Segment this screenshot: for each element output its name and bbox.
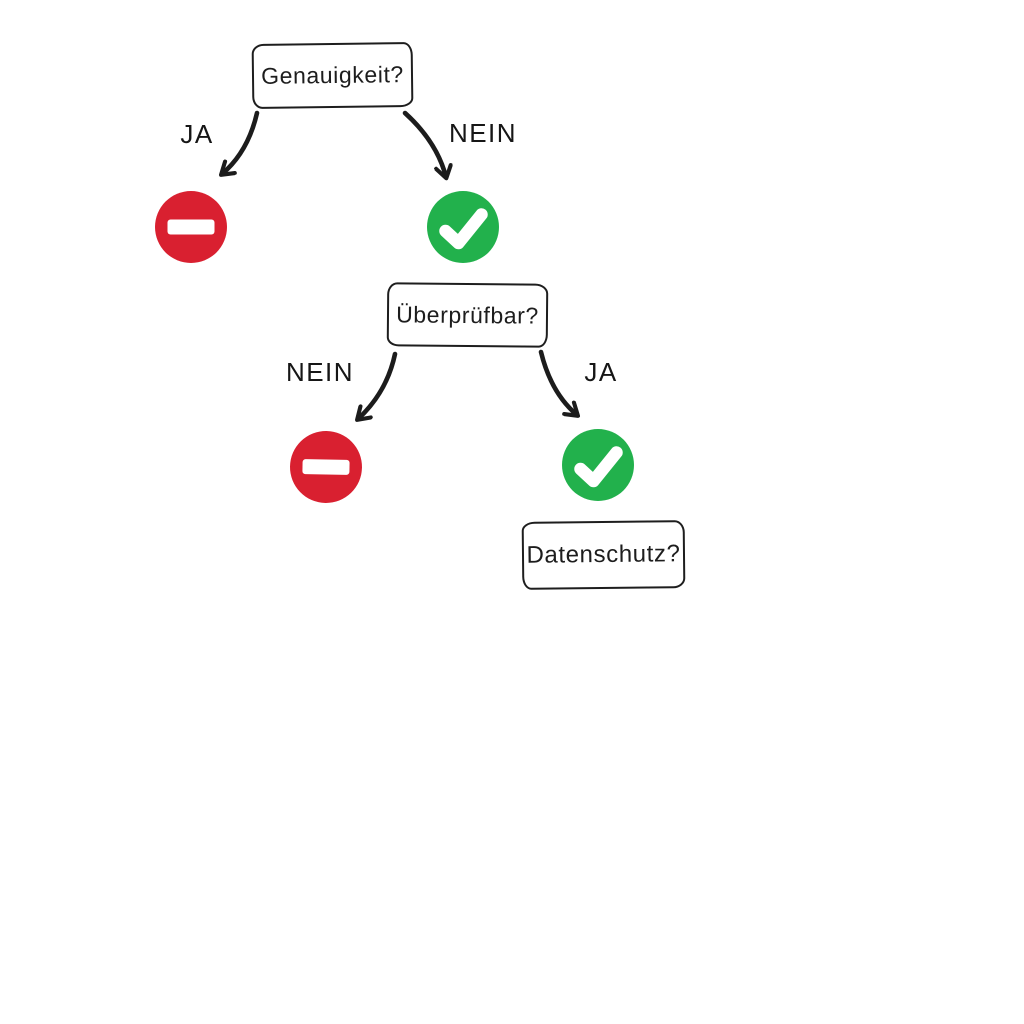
question-node-genauigkeit: Genauigkeit?: [251, 42, 414, 109]
no-entry-bar: [302, 459, 350, 475]
no-entry-bar: [167, 219, 215, 235]
question-node-label: Überprüfbar?: [396, 300, 539, 329]
checkmark-glyph: [439, 208, 488, 250]
edge-label-q2-ja: JA: [584, 356, 618, 387]
question-node-label: Genauigkeit?: [260, 61, 405, 89]
edge-label-q2-nein: NEIN: [285, 356, 355, 387]
checkmark-icon: [427, 191, 499, 263]
question-node-label: Datenschutz?: [526, 540, 681, 569]
edge-label-q1-ja: JA: [180, 118, 214, 149]
edge-arrow-q1-ja: [222, 110, 260, 174]
edge-arrow-q2-nein: [358, 351, 398, 419]
question-node-ueberpruefbar: Überprüfbar?: [386, 282, 549, 348]
checkmark-icon: [562, 429, 634, 501]
edge-arrow-q2-ja: [538, 349, 577, 415]
no-entry-icon: [290, 431, 362, 503]
checkmark-circle: [562, 429, 634, 501]
question-node-datenschutz: Datenschutz?: [521, 520, 686, 590]
no-entry-icon: [155, 191, 227, 263]
checkmark-circle: [427, 191, 499, 263]
edge-arrow-q1-nein: [402, 110, 446, 177]
edge-label-q1-nein: NEIN: [448, 117, 518, 148]
checkmark-glyph: [574, 446, 623, 488]
